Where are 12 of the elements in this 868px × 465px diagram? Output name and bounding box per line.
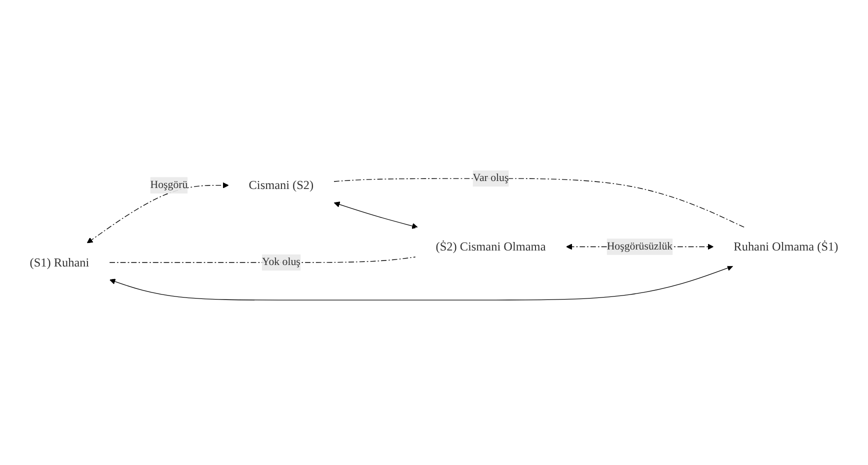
arrow: [86, 182, 229, 243]
node-text: Ruhani Olmama (Ṡ1): [734, 239, 838, 253]
node-text: (S1) Ruhani: [30, 254, 90, 268]
edge-label: Var oluş: [472, 172, 509, 184]
edge-label: Hoşgörüsüzlük: [606, 240, 673, 252]
arrow: [334, 201, 418, 228]
edge-label: Yok oluş: [262, 256, 300, 268]
connector: [334, 178, 745, 228]
node-text: Cismani (S2): [248, 178, 314, 192]
node-text: (Ṡ2) Cismani Olmama: [436, 239, 546, 253]
edge-label: Hoşgörü: [150, 178, 188, 190]
arrow: [110, 264, 734, 300]
